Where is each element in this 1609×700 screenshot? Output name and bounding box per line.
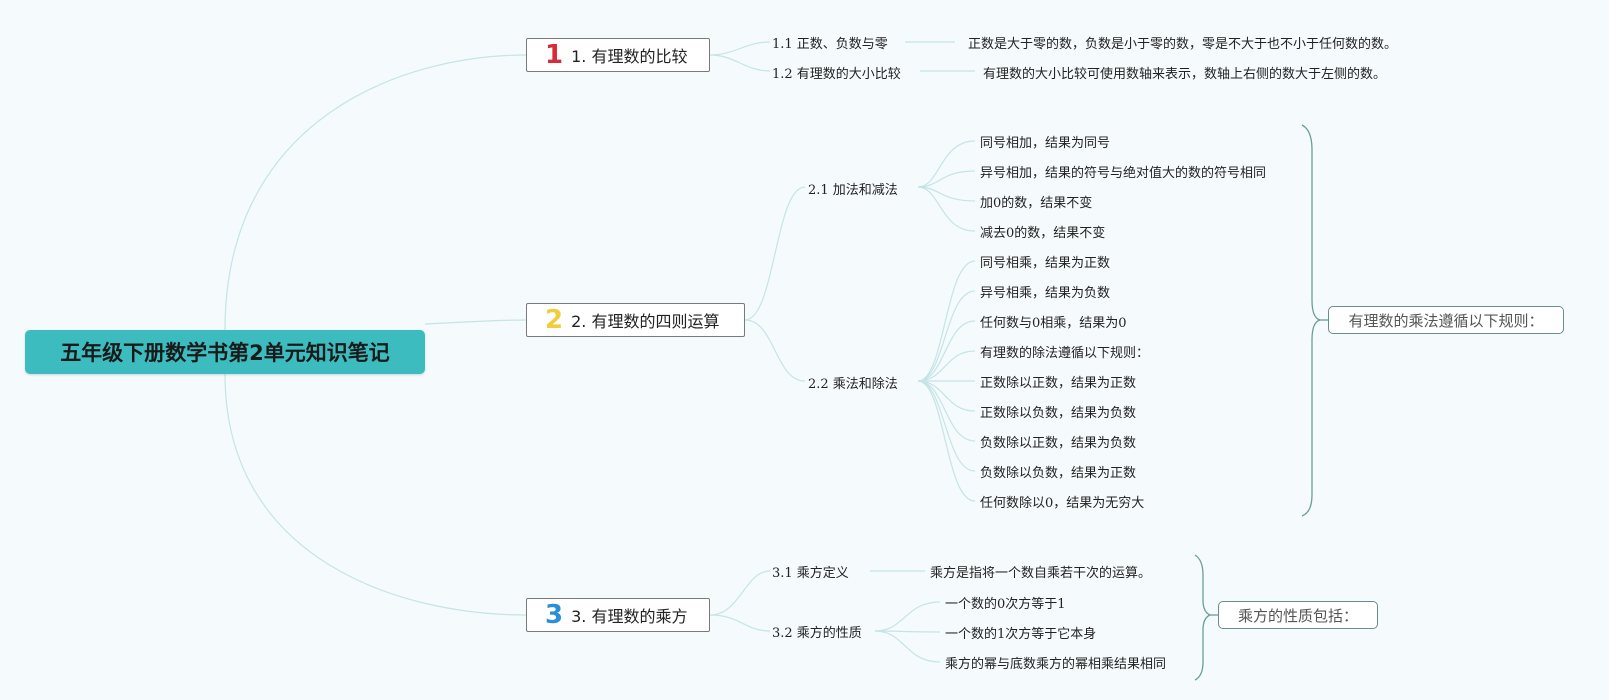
topic-number-1: 1 <box>545 40 564 70</box>
topic-number-2: 2 <box>545 305 564 335</box>
leaf-2-2-3[interactable]: 任何数与0相乘，结果为0 <box>980 316 1127 331</box>
leaf-3-2-3[interactable]: 乘方的幂与底数乘方的幂相乘结果相同 <box>945 657 1167 672</box>
leaf-2-2-8[interactable]: 负数除以负数，结果为正数 <box>980 466 1137 481</box>
leaf-3-2-1[interactable]: 一个数的0次方等于1 <box>945 597 1066 612</box>
subtopic-2-2[interactable]: 2.2 乘法和除法 <box>808 377 898 392</box>
root-topic-label: 五年级下册数学书第2单元知识笔记 <box>60 341 390 365</box>
summary-multiplication-rules[interactable]: 有理数的乘法遵循以下规则： <box>1328 306 1564 334</box>
subtopic-3-2[interactable]: 3.2 乘方的性质 <box>772 626 862 641</box>
subtopic-1-1[interactable]: 1.1 正数、负数与零 <box>772 37 888 52</box>
leaf-2-2-4[interactable]: 有理数的除法遵循以下规则： <box>980 346 1150 361</box>
summary-power-properties[interactable]: 乘方的性质包括： <box>1218 601 1378 629</box>
leaf-2-1-3[interactable]: 加0的数，结果不变 <box>980 196 1093 211</box>
subtopic-2-1[interactable]: 2.1 加法和减法 <box>808 183 898 198</box>
leaf-3-1-1[interactable]: 乘方是指将一个数自乘若干次的运算。 <box>930 566 1152 581</box>
leaf-1-1-1[interactable]: 正数是大于零的数，负数是小于零的数，零是不大于也不小于任何数的数。 <box>968 37 1398 52</box>
leaf-2-2-7[interactable]: 负数除以正数，结果为负数 <box>980 436 1137 451</box>
subtopic-3-1[interactable]: 3.1 乘方定义 <box>772 566 849 581</box>
leaf-2-2-5[interactable]: 正数除以正数，结果为正数 <box>980 376 1137 391</box>
summary-label: 乘方的性质包括： <box>1237 606 1358 625</box>
subtopic-1-2[interactable]: 1.2 有理数的大小比较 <box>772 67 901 82</box>
main-topic-label: 3. 有理数的乘方 <box>571 607 688 626</box>
topic-number-3: 3 <box>545 600 564 630</box>
leaf-2-1-2[interactable]: 异号相加，结果的符号与绝对值大的数的符号相同 <box>980 166 1267 181</box>
leaf-3-2-2[interactable]: 一个数的1次方等于它本身 <box>945 627 1097 642</box>
leaf-2-2-2[interactable]: 异号相乘，结果为负数 <box>980 286 1111 301</box>
summary-label: 有理数的乘法遵循以下规则： <box>1348 311 1544 330</box>
leaf-1-2-1[interactable]: 有理数的大小比较可使用数轴来表示，数轴上右侧的数大于左侧的数。 <box>983 67 1387 82</box>
leaf-2-2-9[interactable]: 任何数除以0，结果为无穷大 <box>980 496 1145 511</box>
main-topic-1[interactable]: 1 1. 有理数的比较 <box>526 38 710 72</box>
leaf-2-2-1[interactable]: 同号相乘，结果为正数 <box>980 256 1111 271</box>
leaf-2-2-6[interactable]: 正数除以负数，结果为负数 <box>980 406 1137 421</box>
root-topic[interactable]: 五年级下册数学书第2单元知识笔记 <box>25 330 425 374</box>
leaf-2-1-4[interactable]: 减去0的数，结果不变 <box>980 226 1106 241</box>
main-topic-label: 2. 有理数的四则运算 <box>571 312 720 331</box>
leaf-2-1-1[interactable]: 同号相加，结果为同号 <box>980 136 1111 151</box>
main-topic-label: 1. 有理数的比较 <box>571 47 688 66</box>
main-topic-2[interactable]: 2 2. 有理数的四则运算 <box>526 303 745 337</box>
main-topic-3[interactable]: 3 3. 有理数的乘方 <box>526 598 710 632</box>
